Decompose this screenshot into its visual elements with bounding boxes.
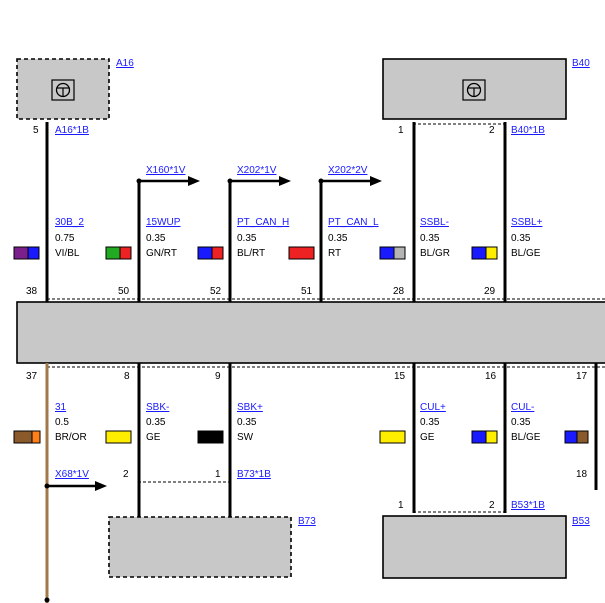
connector-b53-link[interactable]: B53*1B [511,500,545,511]
color-sbk-plus: SW [237,432,254,443]
gauge-15wup: 0.35 [146,233,166,244]
color-pt-can-l: RT [328,248,341,259]
signal-cul-plus-link[interactable]: CUL+ [420,402,446,413]
component-a16[interactable] [16,58,110,120]
gauge-sbk-plus: 0.35 [237,417,257,428]
b53-connector-outline [413,511,506,513]
bus-pin-38: 38 [26,286,38,297]
bottom-wire-labels: 31 0.5 BR/OR SBK- 0.35 GE SBK+ 0.35 SW C… [55,402,541,443]
b53-pin-2: 2 [489,500,495,511]
arrow-x160[interactable] [136,176,201,186]
color-cul-minus: BL/GE [511,432,541,443]
pin-18: 18 [576,469,588,480]
bus-pin-50: 50 [118,286,130,297]
color-cul-plus: GE [420,432,435,443]
signal-15wup-link[interactable]: 15WUP [146,217,181,228]
component-b40-link[interactable]: B40 [572,58,590,69]
bus-pin-37: 37 [26,371,38,382]
gauge-ssbl-minus: 0.35 [420,233,440,244]
swatch-sw [197,430,224,444]
color-ssbl-minus: BL/GR [420,248,450,259]
wire-31-end-dot [44,597,50,603]
b40-pin-2: 2 [489,125,495,136]
swatch-ge-sbk [105,430,132,444]
signal-ssbl-plus-link[interactable]: SSBL+ [511,217,543,228]
component-b53-body[interactable] [382,515,567,579]
connector-x68-link[interactable]: X68*1V [55,469,89,480]
connector-x202-2-link[interactable]: X202*2V [328,165,368,176]
swatch-rt [288,246,315,260]
control-module-body[interactable] [16,301,605,364]
connector-x160-link[interactable]: X160*1V [146,165,186,176]
steering-wheel-icon [51,79,75,101]
signal-30b2-link[interactable]: 30B_2 [55,217,84,228]
arrow-x202-1[interactable] [227,176,292,186]
b73-pin-2: 2 [123,469,129,480]
bus-pin-51: 51 [301,286,313,297]
component-b73-body[interactable] [108,516,292,578]
b73-pin-1: 1 [215,469,221,480]
bus-pin-9: 9 [215,371,221,382]
signal-sbk-plus-link[interactable]: SBK+ [237,402,263,413]
signal-pt-can-h-link[interactable]: PT_CAN_H [237,217,289,228]
bus-pin-29: 29 [484,286,496,297]
color-15wup: GN/RT [146,248,177,259]
gauge-ssbl-plus: 0.35 [511,233,531,244]
signal-sbk-minus-link[interactable]: SBK- [146,402,169,413]
color-sbk-minus: GE [146,432,161,443]
connector-b40-link[interactable]: B40*1B [511,125,545,136]
signal-cul-minus-link[interactable]: CUL- [511,402,534,413]
swatch-bl-ge [471,246,498,260]
gauge-pt-can-h: 0.35 [237,233,257,244]
bus-pin-15: 15 [394,371,406,382]
bottom-bus-pins: 37 8 9 15 16 17 [26,371,588,382]
swatch-pin-17 [564,430,589,444]
swatch-bl-rt [197,246,224,260]
top-bus-pins: 38 50 52 51 28 29 [26,286,496,297]
color-31: BR/OR [55,432,87,443]
color-ssbl-plus: BL/GE [511,248,541,259]
b53-pin-1: 1 [398,500,404,511]
bottom-color-swatches [13,430,589,444]
component-a16-link[interactable]: A16 [116,58,134,69]
connector-x202-1-link[interactable]: X202*1V [237,165,277,176]
a16-pin-label: 5 [33,125,39,136]
swatch-br-or [13,430,41,444]
swatch-ge-cul [379,430,406,444]
connector-b73-link[interactable]: B73*1B [237,469,271,480]
bus-pin-52: 52 [210,286,222,297]
steering-wheel-icon [462,79,486,101]
gauge-cul-minus: 0.35 [511,417,531,428]
signal-pt-can-l-link[interactable]: PT_CAN_L [328,217,379,228]
bus-pin-8: 8 [124,371,130,382]
component-b40[interactable] [382,58,567,120]
arrow-x68[interactable] [44,481,108,491]
component-b53-link[interactable]: B53 [572,516,590,527]
color-pt-can-h: BL/RT [237,248,265,259]
gauge-cul-plus: 0.35 [420,417,440,428]
b40-pin-1: 1 [398,125,404,136]
gauge-sbk-minus: 0.35 [146,417,166,428]
swatch-bl-gr [379,246,406,260]
swatch-gn-rt [105,246,132,260]
connector-a16-link[interactable]: A16*1B [55,125,89,136]
swatch-vi-bl [13,246,40,260]
bus-pin-28: 28 [393,286,405,297]
top-wire-labels: 30B_2 0.75 VI/BL 15WUP 0.35 GN/RT PT_CAN… [55,217,543,259]
component-b40-body[interactable] [382,58,567,120]
b73-connector-outline [138,481,231,483]
signal-31-link[interactable]: 31 [55,402,67,413]
component-b73-link[interactable]: B73 [298,516,316,527]
signal-ssbl-minus-link[interactable]: SSBL- [420,217,449,228]
bus-pin-17: 17 [576,371,588,382]
swatch-bl-ge-cul [471,430,498,444]
gauge-31: 0.5 [55,417,69,428]
color-30b2: VI/BL [55,248,80,259]
top-color-swatches [13,246,498,260]
gauge-30b2: 0.75 [55,233,75,244]
bus-pin-16: 16 [485,371,497,382]
arrow-x202-2[interactable] [318,176,383,186]
gauge-pt-can-l: 0.35 [328,233,348,244]
